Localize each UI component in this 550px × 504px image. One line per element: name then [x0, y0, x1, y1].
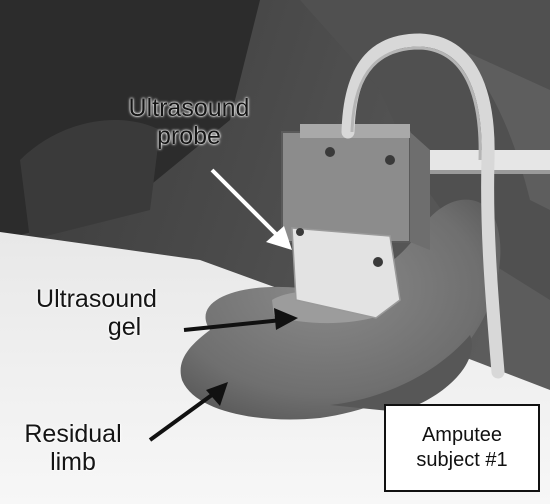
probe-label-line2: probe	[157, 122, 221, 150]
arrow-gel	[183, 308, 298, 332]
probe-label-line1: Ultrasound	[128, 94, 250, 122]
screw	[385, 155, 395, 165]
limb-shading	[330, 335, 472, 412]
limb-label-line1: Residual	[24, 420, 122, 448]
probe-top	[300, 124, 410, 138]
ultrasound-gel-label: Ultrasound gel	[14, 285, 179, 341]
screw	[296, 228, 304, 236]
support-bar	[412, 150, 550, 172]
subject-box: Amputee subject #1	[384, 404, 540, 492]
probe-cable	[341, 33, 505, 379]
subject-box-line2: subject #1	[416, 449, 508, 471]
probe-housing	[281, 131, 411, 243]
screw	[373, 257, 383, 267]
gel-label-line1: Ultrasound	[36, 285, 157, 313]
arrow-probe	[210, 168, 292, 250]
background-highlight	[20, 120, 160, 240]
support-bar-edge	[412, 170, 550, 174]
residual-limb-label: Residual limb	[18, 420, 128, 476]
screw	[325, 147, 335, 157]
subject-box-line1: Amputee	[421, 424, 503, 446]
limb-label-line2: limb	[50, 448, 96, 476]
arrow-limb	[148, 382, 228, 442]
gel-label-line2: gel	[107, 313, 142, 341]
probe-face	[291, 227, 401, 319]
probe-housing-side	[410, 132, 430, 250]
ultrasound-probe-label: Ultrasound probe	[104, 94, 274, 150]
probe-cable-shade	[350, 46, 482, 161]
